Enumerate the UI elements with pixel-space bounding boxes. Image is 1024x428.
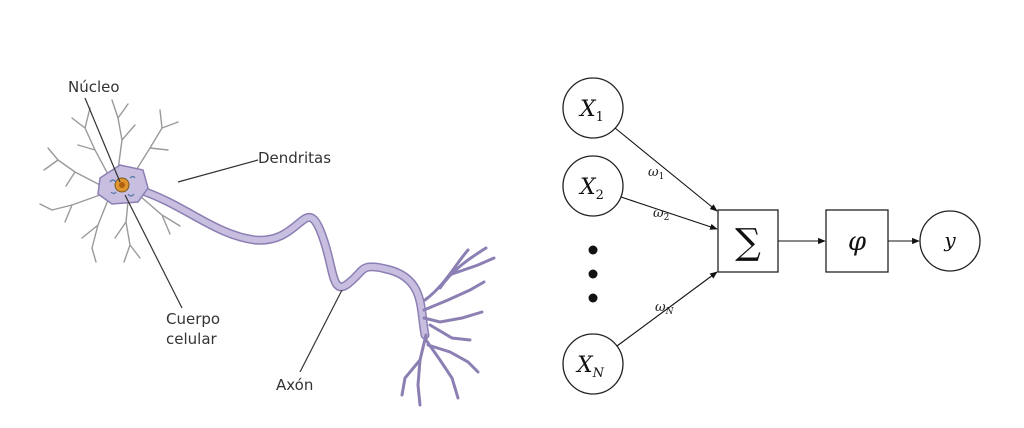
output-node: y <box>919 210 981 272</box>
label-axon: Axón <box>276 376 313 394</box>
svg-text:XN: XN <box>575 353 605 381</box>
weight-n: ωN <box>655 300 675 317</box>
input-node-2: X2 <box>562 155 624 217</box>
label-nucleus: Núcleo <box>68 78 120 96</box>
dendrites <box>39 99 181 263</box>
label-cell-body-line1: Cuerpo <box>166 310 220 328</box>
label-cell-body-line2: celular <box>166 330 218 348</box>
input-1-var: X <box>578 97 597 122</box>
neuron-illustration: Núcleo Dendritas Cuerpo celular Axón <box>39 78 496 407</box>
svg-text:X1: X1 <box>578 97 604 125</box>
weighted-edges <box>614 127 718 347</box>
svg-text:X2: X2 <box>578 175 604 203</box>
activation-node: φ <box>825 209 889 273</box>
cell-body <box>97 164 149 205</box>
input-1-sub: 1 <box>596 110 604 125</box>
weight-2: ω2 <box>653 206 669 223</box>
label-dendrites: Dendritas <box>258 149 331 167</box>
perceptron-diagram: X1 X2 XN ω1 ω2 ωN ∑ <box>562 77 981 395</box>
input-node-1: X1 <box>562 77 624 139</box>
summation-node: ∑ <box>717 209 779 273</box>
output-symbol: y <box>943 228 956 252</box>
weight-1: ω1 <box>648 165 664 182</box>
input-n-sub: N <box>592 366 605 381</box>
input-2-var: X <box>578 175 597 200</box>
edge-n <box>616 271 718 347</box>
edge-2 <box>620 196 718 230</box>
input-2-sub: 2 <box>596 188 604 203</box>
input-n-var: X <box>575 353 594 378</box>
ellipsis-dots <box>588 245 598 303</box>
activation-symbol: φ <box>848 227 867 257</box>
input-node-n: XN <box>562 333 624 395</box>
sum-symbol: ∑ <box>735 222 761 263</box>
axon <box>135 185 430 340</box>
label-leader-lines <box>84 97 343 373</box>
axon-terminals <box>400 246 496 407</box>
edge-1 <box>614 127 718 212</box>
